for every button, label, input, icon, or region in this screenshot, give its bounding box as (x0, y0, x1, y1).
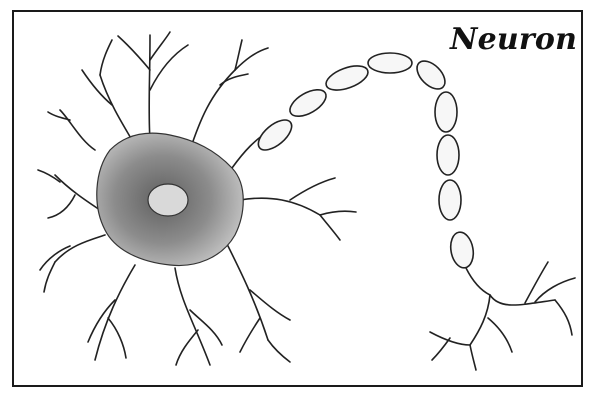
myelin-sheath (253, 53, 476, 270)
nucleus (148, 184, 188, 216)
axon-terminals (430, 262, 575, 370)
